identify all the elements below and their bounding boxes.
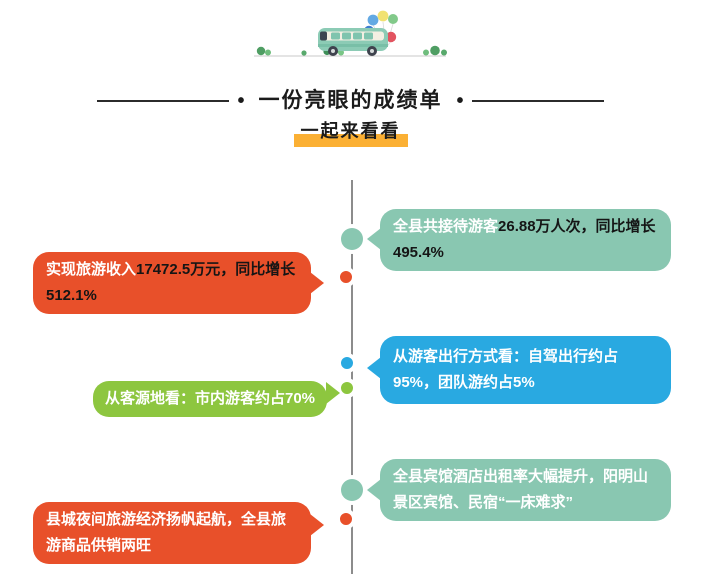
card-night-economy: 县城夜间旅游经济扬帆起航，全县旅游商品供销两旺	[33, 502, 324, 564]
card-tail	[326, 382, 340, 404]
title-rule-left	[97, 100, 230, 102]
page-title: 一份亮眼的成绩单	[258, 89, 443, 112]
subtitle-row: 一起来看看	[0, 117, 701, 147]
title-bullet-right: •	[456, 90, 464, 112]
marker-ring-orange-2	[340, 513, 352, 525]
card-revenue: 实现旅游收入17472.5万元，同比增长512.1%	[33, 252, 324, 314]
card-tail	[310, 514, 324, 536]
card-rest-text: 17472.5万元，同比增长512.1%	[46, 261, 296, 304]
card-rest-text: 26.88万人次，同比增长495.4%	[393, 218, 656, 261]
header: • 一份亮眼的成绩单 •	[0, 88, 701, 114]
card-hotels: 全县宾馆酒店出租率大幅提升，阳明山景区宾馆、民宿“一床难求”	[367, 459, 671, 521]
card-tail	[367, 228, 381, 250]
card-lead-text: 从客源地看：市内游客约占70%	[105, 390, 316, 407]
card-lead-text: 县城夜间旅游经济扬帆起航，全县旅游商品供销两旺	[46, 511, 287, 554]
minibus-with-balloons-and-trees-icon	[254, 10, 447, 57]
title-bullet-left: •	[237, 90, 245, 112]
card-tail	[310, 272, 324, 294]
card-tail	[367, 479, 381, 501]
card-lead-text: 从游客出行方式看：自驾出行约占95%，团队游约占5%	[393, 348, 619, 391]
page-subtitle: 一起来看看	[293, 117, 408, 147]
marker-ring-orange-1	[340, 271, 352, 283]
card-visitors: 全县共接待游客26.88万人次，同比增长495.4%	[367, 209, 671, 271]
card-visitor-origin: 从客源地看：市内游客约占70%	[93, 381, 340, 417]
van-icon	[318, 28, 388, 56]
card-tail	[367, 357, 381, 379]
card-lead-text: 全县共接待游客	[393, 218, 499, 235]
card-lead-text: 全县宾馆酒店出租率大幅提升，阳明山景区宾馆、民宿“一床难求”	[393, 468, 649, 511]
marker-dot-teal-2	[341, 479, 363, 501]
card-travel-mode: 从游客出行方式看：自驾出行约占95%，团队游约占5%	[367, 336, 671, 404]
marker-ring-blue	[341, 357, 353, 369]
title-rule-right	[471, 100, 604, 102]
card-lead-text: 实现旅游收入	[46, 261, 137, 278]
marker-dot-teal-1	[341, 228, 363, 250]
timeline-line	[351, 180, 353, 574]
marker-ring-green	[341, 382, 353, 394]
